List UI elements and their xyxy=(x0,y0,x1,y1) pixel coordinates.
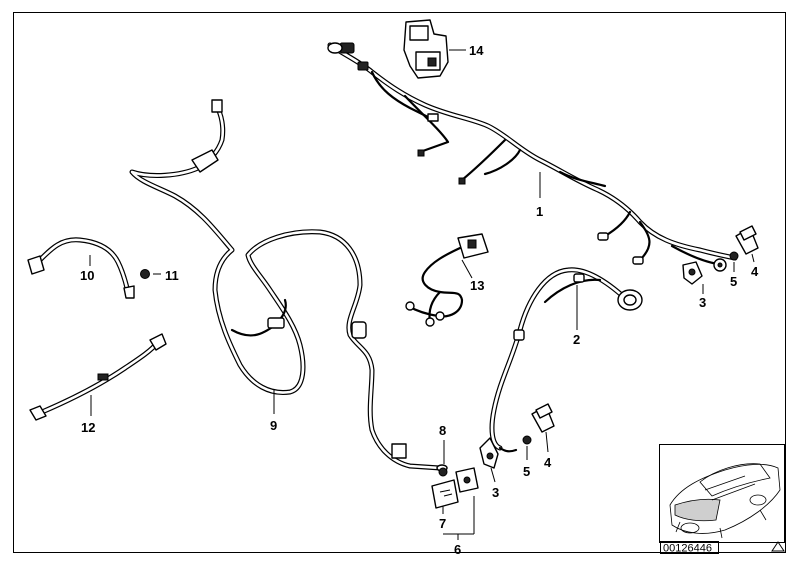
diagram-code-box xyxy=(660,541,719,554)
callout-14: 14 xyxy=(469,43,484,58)
callout-2: 2 xyxy=(573,332,580,347)
triangle-icon[interactable] xyxy=(771,541,785,552)
callout-5a: 5 xyxy=(730,274,737,289)
callout-3a: 3 xyxy=(699,295,706,310)
diagram-code: 00126446 xyxy=(663,543,712,555)
callout-9: 9 xyxy=(270,418,277,433)
part-5-nut-a[interactable] xyxy=(729,251,739,261)
callout-11: 11 xyxy=(165,268,179,283)
callout-12: 12 xyxy=(81,420,95,435)
callout-4b: 4 xyxy=(544,455,552,470)
callout-1: 1 xyxy=(536,204,543,219)
part-9-battery-cable[interactable] xyxy=(129,99,448,472)
part-13-sub-harness[interactable] xyxy=(405,233,489,327)
part-4-cap-b[interactable] xyxy=(531,403,555,433)
callout-4a: 4 xyxy=(751,264,759,279)
part-3-clip-a[interactable] xyxy=(682,261,703,285)
callout-13: 13 xyxy=(470,278,484,293)
callout-3b: 3 xyxy=(492,485,499,500)
vehicle-thumbnail xyxy=(659,444,785,543)
part-14-relay-holder[interactable] xyxy=(403,19,449,79)
part-1-wiring-harness[interactable] xyxy=(327,42,738,272)
part-7-cover[interactable] xyxy=(431,479,459,509)
callout-7: 7 xyxy=(439,516,446,531)
diagram-frame xyxy=(13,12,786,553)
part-8-nut[interactable] xyxy=(438,467,448,477)
part-6-cover-set[interactable] xyxy=(455,467,479,493)
callout-6: 6 xyxy=(454,542,461,557)
part-4-cap-a[interactable] xyxy=(735,225,759,255)
part-12-battery-lead[interactable] xyxy=(29,333,167,421)
part-2-positive-cable[interactable] xyxy=(489,267,643,453)
part-11-nut[interactable] xyxy=(140,269,150,279)
callout-5b: 5 xyxy=(523,464,530,479)
part-10-ground-cable[interactable] xyxy=(27,237,135,299)
callout-8: 8 xyxy=(439,423,446,438)
leader-lines xyxy=(89,49,755,540)
callout-10: 10 xyxy=(80,268,94,283)
part-5-nut-b[interactable] xyxy=(522,435,532,445)
part-3-clip-b[interactable] xyxy=(479,437,499,469)
